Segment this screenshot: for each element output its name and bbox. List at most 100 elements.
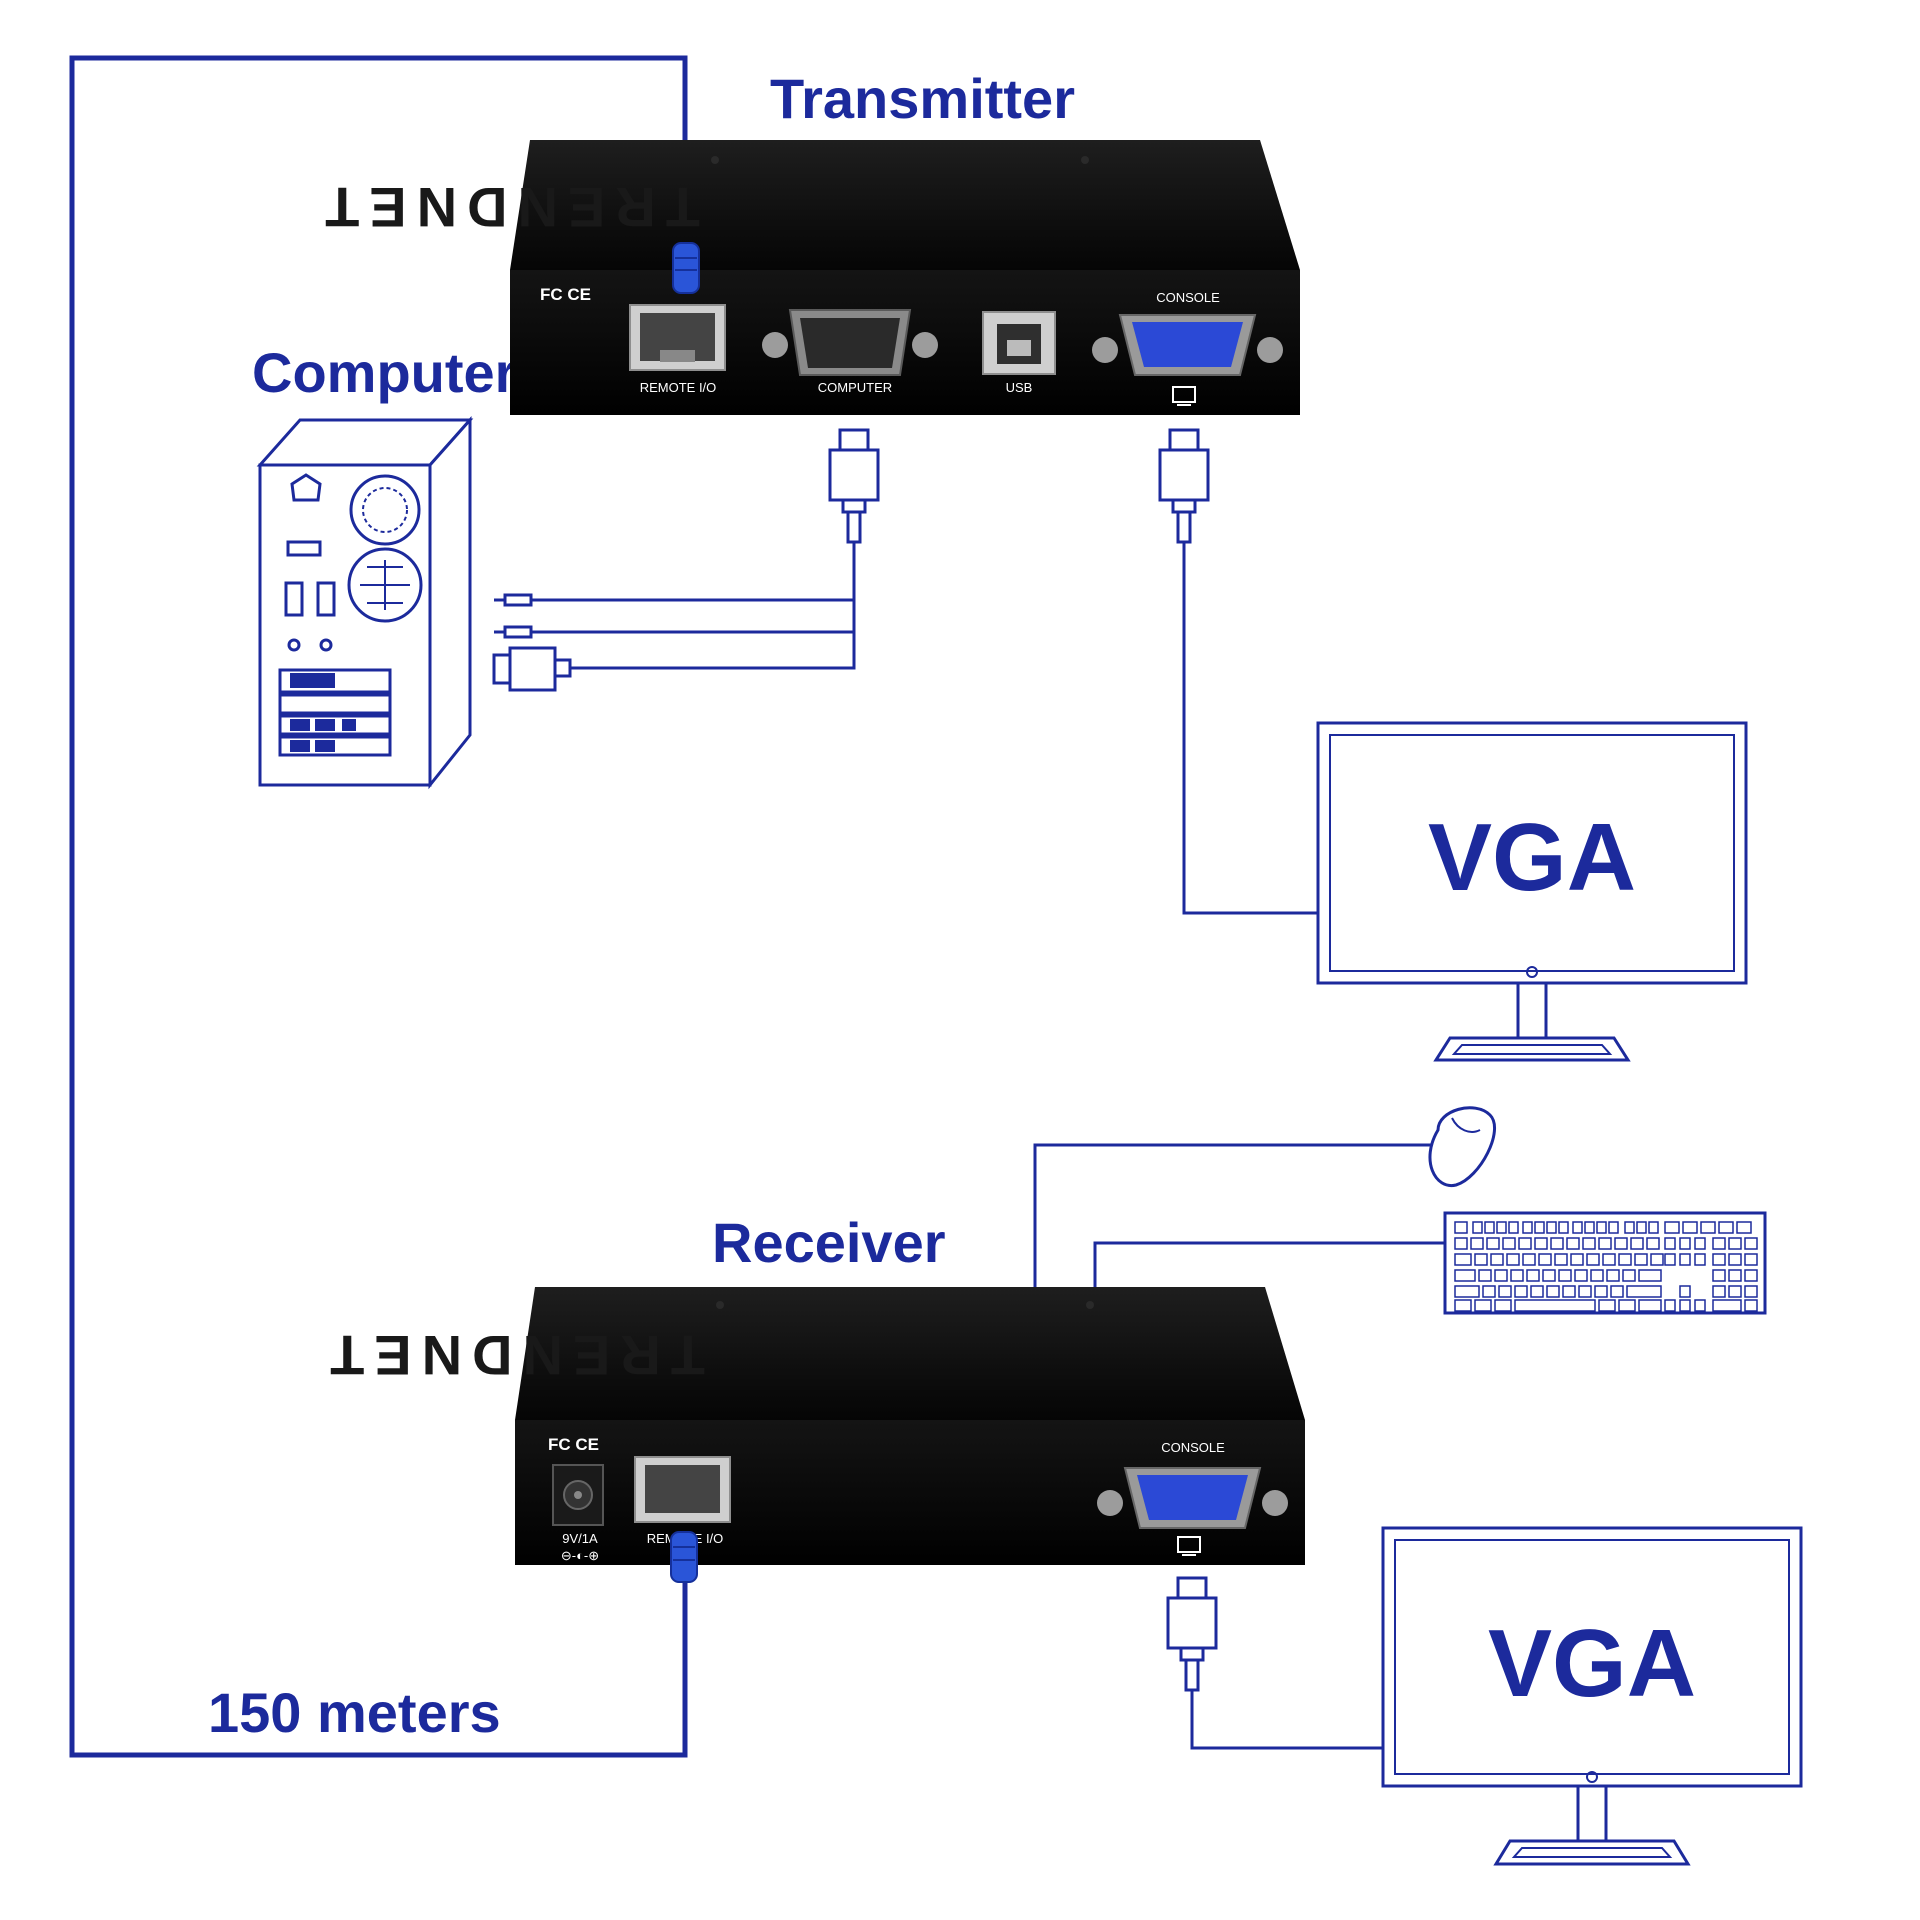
keyboard-key	[1498, 1285, 1512, 1298]
keyboard-key	[1508, 1221, 1519, 1234]
console-cable-bottom	[1190, 1690, 1383, 1750]
console-port	[1092, 314, 1283, 376]
keyboard-key	[1728, 1285, 1742, 1298]
keyboard-key	[1602, 1253, 1616, 1266]
keyboard-key	[1506, 1253, 1520, 1266]
keyboard-key	[1606, 1269, 1620, 1282]
rj45-plug-icon	[670, 1531, 698, 1583]
vga-plug-icon	[1158, 428, 1210, 544]
keyboard-key	[1712, 1237, 1726, 1250]
keyboard-key	[1542, 1269, 1556, 1282]
keyboard-key	[1712, 1285, 1726, 1298]
long-distance-cable	[69, 55, 688, 1758]
keyboard-key	[1582, 1237, 1596, 1250]
monitor-port-icon	[1177, 1536, 1201, 1556]
remote-io-port	[634, 1456, 731, 1523]
usb-port	[982, 311, 1056, 375]
computer-cable	[530, 542, 856, 670]
keyboard-key	[1474, 1253, 1488, 1266]
keyboard-key	[1570, 1253, 1584, 1266]
keyboard-key	[1584, 1221, 1595, 1234]
keyboard-key	[1574, 1269, 1588, 1282]
keyboard-key	[1514, 1285, 1528, 1298]
keyboard-key	[1618, 1299, 1636, 1312]
keyboard-key	[1494, 1269, 1508, 1282]
transmitter-title: Transmitter	[770, 67, 1075, 130]
vga-plug-icon	[492, 646, 572, 692]
keyboard-key	[1586, 1253, 1600, 1266]
keyboard-key	[1626, 1285, 1662, 1298]
keyboard-key	[1736, 1221, 1752, 1234]
keyboard-key	[1454, 1299, 1472, 1312]
keyboard-key	[1510, 1269, 1524, 1282]
keyboard-key	[1638, 1299, 1662, 1312]
keyboard-key	[1550, 1237, 1564, 1250]
console-cable-top	[1182, 542, 1325, 915]
keyboard-key	[1538, 1253, 1552, 1266]
power-polarity-symbol: ⊖-◐-⊕	[561, 1548, 599, 1563]
monitor-icon	[1316, 721, 1748, 1062]
mouse-icon	[1428, 1106, 1496, 1187]
keyboard-key	[1566, 1237, 1580, 1250]
keyboard-key	[1494, 1299, 1512, 1312]
keyboard-key	[1679, 1237, 1691, 1250]
keyboard-key	[1490, 1253, 1504, 1266]
top-monitor-label: VGA	[1428, 804, 1636, 911]
keyboard-key	[1634, 1253, 1648, 1266]
keyboard-key	[1624, 1221, 1635, 1234]
keyboard-key	[1610, 1285, 1624, 1298]
keyboard-key	[1744, 1253, 1758, 1266]
keyboard-key	[1622, 1269, 1636, 1282]
vga-plug-icon	[1166, 1576, 1218, 1692]
bottom-monitor-label: VGA	[1488, 1610, 1696, 1717]
brand-logo: TRENDNET	[315, 176, 700, 239]
keyboard-key	[1578, 1285, 1592, 1298]
brand-logo: TRENDNET	[320, 1324, 705, 1387]
keyboard-key	[1454, 1253, 1472, 1266]
keyboard-key	[1484, 1221, 1495, 1234]
keyboard-cable	[1093, 1241, 1445, 1290]
keyboard-key	[1454, 1237, 1468, 1250]
power-label: 9V/1A	[562, 1531, 598, 1546]
keyboard-key	[1546, 1221, 1557, 1234]
rj45-plug-icon	[672, 242, 700, 294]
monitor-port-icon	[1172, 386, 1196, 406]
keyboard-key	[1522, 1253, 1536, 1266]
receiver-title: Receiver	[712, 1211, 946, 1274]
receiver-device: TRENDNET FC CE 9V/1A ⊖-◐-⊕ REMOTE I/O CO…	[320, 1287, 1305, 1565]
keyboard-key	[1650, 1253, 1664, 1266]
keyboard-key	[1472, 1221, 1483, 1234]
keyboard-key	[1478, 1269, 1492, 1282]
vga-plug-icon	[828, 428, 880, 544]
keyboard-key	[1712, 1269, 1726, 1282]
mouse-cable	[1033, 1143, 1450, 1290]
keyboard-key	[1694, 1253, 1706, 1266]
keyboard-key	[1590, 1269, 1604, 1282]
keyboard-key	[1694, 1237, 1706, 1250]
keyboard-key	[1518, 1237, 1532, 1250]
computer-port-label: COMPUTER	[818, 380, 892, 395]
power-port	[552, 1464, 604, 1526]
keyboard-key	[1598, 1299, 1616, 1312]
console-port	[1097, 1467, 1288, 1529]
keyboard-key	[1474, 1299, 1492, 1312]
keyboard-key	[1496, 1221, 1507, 1234]
console-port-label: CONSOLE	[1161, 1440, 1225, 1455]
keyboard-key	[1664, 1237, 1676, 1250]
keyboard-key	[1454, 1285, 1480, 1298]
keyboard-key	[1530, 1285, 1544, 1298]
computer-tower-icon	[256, 416, 474, 790]
audio-plug-icon	[494, 593, 533, 607]
keyboard-key	[1598, 1237, 1612, 1250]
keyboard-key	[1728, 1253, 1742, 1266]
keyboard-key	[1594, 1285, 1608, 1298]
keyboard-key	[1700, 1221, 1716, 1234]
certification-marks: FC CE	[540, 285, 591, 304]
keyboard-key	[1558, 1221, 1569, 1234]
keyboard-key	[1712, 1253, 1726, 1266]
computer-port	[762, 309, 938, 376]
keyboard-key	[1470, 1237, 1484, 1250]
keyboard-key	[1646, 1237, 1660, 1250]
keyboard-key	[1562, 1285, 1576, 1298]
keyboard-key	[1664, 1221, 1680, 1234]
